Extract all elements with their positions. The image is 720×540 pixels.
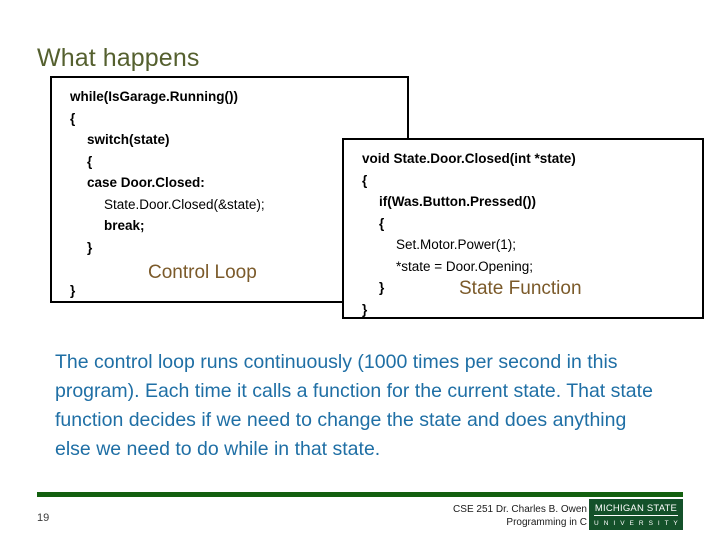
code-line: {: [70, 110, 76, 126]
code-line: {: [379, 215, 385, 231]
state-function-code-box: void State.Door.Closed(int *state) { if(Wa…: [342, 138, 704, 319]
code-line: }: [87, 239, 93, 255]
control-loop-label: Control Loop: [148, 262, 257, 283]
michigan-state-logo: MICHIGAN STATE U N I V E R S I T Y: [589, 499, 683, 530]
state-function-label: State Function: [459, 278, 582, 299]
code-line: Set.Motor.Power(1);: [396, 237, 517, 252]
page-number: 19: [37, 512, 50, 524]
code-line: void State.Door.Closed(int *state): [362, 151, 576, 166]
code-line: if(Was.Button.Pressed()): [379, 194, 537, 209]
code-line: }: [379, 280, 385, 295]
state-function-code-lines: void State.Door.Closed(int *state) { if(Wa…: [344, 140, 702, 320]
logo-top-text: MICHIGAN STATE: [594, 503, 678, 516]
code-line: while(IsGarage.Running()): [70, 89, 239, 104]
control-loop-code-lines: while(IsGarage.Running()) { switch(state) {…: [52, 78, 407, 301]
code-line: {: [362, 172, 368, 188]
footer-credit-line-1: CSE 251 Dr. Charles B. Owen: [453, 504, 587, 515]
code-line: }: [70, 282, 76, 298]
page-title: What happens: [37, 43, 200, 72]
code-line: *state = Door.Opening;: [396, 258, 533, 274]
code-line: }: [362, 301, 368, 317]
code-line: State.Door.Closed(&state);: [104, 196, 265, 212]
code-line: break;: [104, 218, 145, 233]
code-line: switch(state): [87, 132, 170, 147]
logo-bottom-text: U N I V E R S I T Y: [594, 520, 680, 527]
footer-credit-line-2: Programming in C: [506, 517, 587, 528]
code-line: case Door.Closed:: [87, 175, 205, 190]
footer-divider: [37, 492, 683, 497]
code-line: {: [87, 153, 93, 169]
body-paragraph: The control loop runs continuously (1000…: [55, 350, 653, 460]
footer-credit: CSE 251 Dr. Charles B. Owen Programming …: [453, 503, 587, 529]
